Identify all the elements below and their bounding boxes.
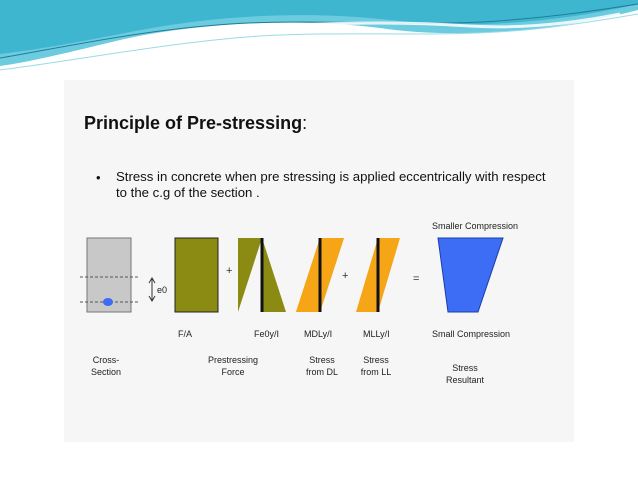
mdl-label: MDLy/I <box>304 329 333 339</box>
bullet-icon: • <box>96 170 101 185</box>
tendon-dot <box>103 298 113 306</box>
slide-title: Principle of Pre-stressing: <box>84 113 308 133</box>
fa-label: F/A <box>178 329 193 339</box>
eccentricity-arrow-head-bottom <box>148 295 156 302</box>
smaller-compression-label: Smaller Compression <box>432 221 519 231</box>
small-compression-label: Small Compression <box>432 329 511 339</box>
fa-block <box>174 237 219 313</box>
caption-cross-section: Cross- Section <box>90 355 122 377</box>
caption-prestressing-force: Prestressing Force <box>207 355 259 377</box>
bullet-text: Stress in concrete when pre stressing is… <box>116 169 546 200</box>
eccentricity-arrow-head-top <box>148 277 156 284</box>
header-wave-decoration <box>0 0 638 71</box>
plus-operator-1: + <box>226 265 232 277</box>
caption-stress-resultant: Stress Resultant <box>445 363 485 385</box>
mll-label: MLLy/I <box>363 329 390 339</box>
equals-operator: = <box>413 273 419 285</box>
fey-label: Fe0y/I <box>254 329 280 339</box>
eccentricity-label: e0 <box>157 285 167 295</box>
resultant-trapezoid <box>437 237 504 313</box>
caption-stress-ll: Stress from LL <box>360 355 392 377</box>
caption-stress-dl: Stress from DL <box>305 355 338 377</box>
plus-operator-2: + <box>342 270 348 282</box>
